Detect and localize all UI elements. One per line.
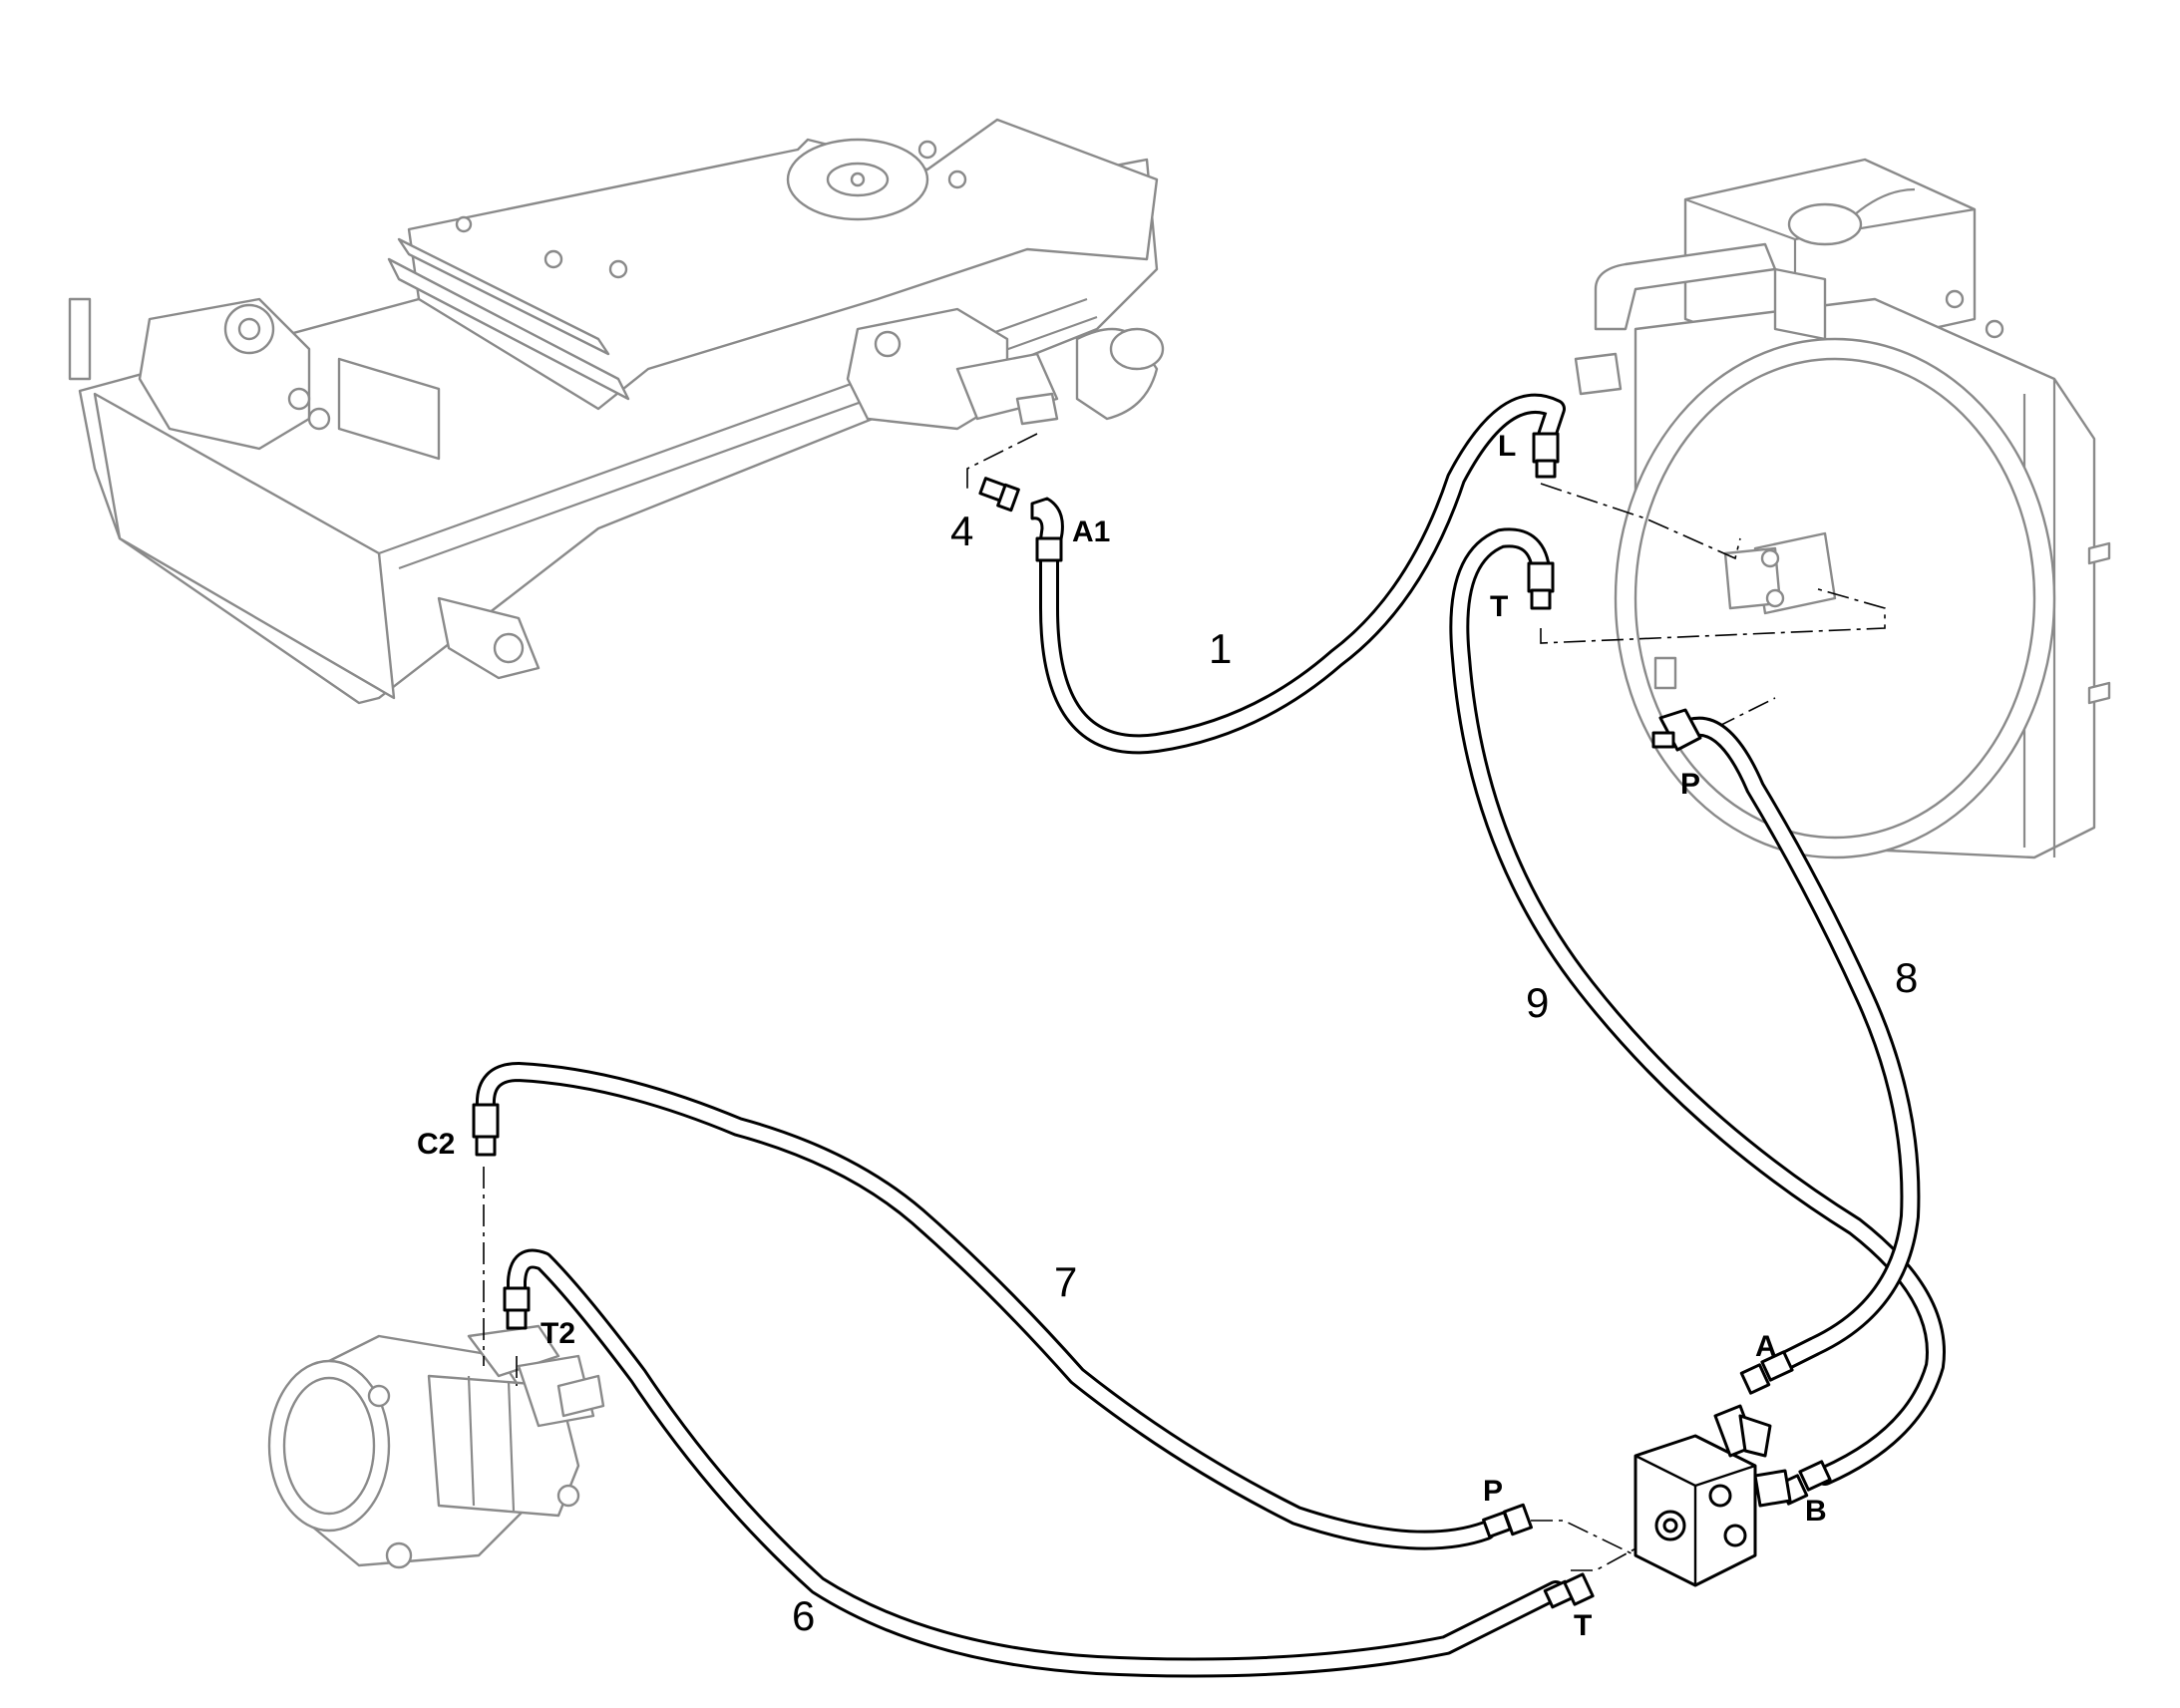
cooler-fan-assembly (1574, 158, 2111, 859)
label-port-a1: A1 (1072, 515, 1110, 548)
fitting-p-fan (1651, 708, 1702, 752)
labels: 1 4 6 7 8 9 A1 L T P C2 T2 P T A B (417, 430, 1918, 1642)
label-hose-1: 1 (1209, 625, 1232, 672)
fitting-t2 (503, 1286, 531, 1330)
label-port-l: L (1498, 430, 1516, 463)
label-hose-8: 8 (1895, 954, 1918, 1001)
label-port-t-valve: T (1574, 1609, 1592, 1642)
label-port-t2: T2 (541, 1317, 575, 1350)
fittings (472, 432, 1832, 1609)
fitting-t-fan (1527, 561, 1555, 610)
engine-pump-assembly (267, 1324, 605, 1569)
fitting-a1-elbow (1030, 497, 1064, 562)
fitting-p-valve (1482, 1503, 1534, 1538)
label-hose-7: 7 (1054, 1258, 1077, 1305)
control-valve-block (1634, 1404, 1792, 1587)
fitting-4-adapter (978, 477, 1020, 512)
fitting-t-valve (1543, 1572, 1595, 1609)
hoses (475, 393, 1946, 1678)
label-port-t-fan: T (1490, 590, 1508, 623)
fitting-a-valve (1739, 1350, 1794, 1395)
hose-7 (475, 1062, 1496, 1550)
label-port-p-valve: P (1483, 1475, 1503, 1508)
label-hose-6: 6 (792, 1592, 815, 1639)
label-port-c2: C2 (417, 1128, 455, 1161)
label-hose-9: 9 (1526, 979, 1549, 1026)
hydraulic-tank-assembly (68, 118, 1165, 705)
label-hose-4: 4 (950, 508, 973, 554)
fitting-c2 (472, 1103, 500, 1157)
leader-lines (483, 433, 1886, 1571)
fitting-l (1532, 432, 1560, 479)
label-port-b-valve: B (1805, 1495, 1827, 1528)
label-port-p-fan: P (1680, 768, 1700, 801)
label-port-a-valve: A (1755, 1330, 1777, 1363)
